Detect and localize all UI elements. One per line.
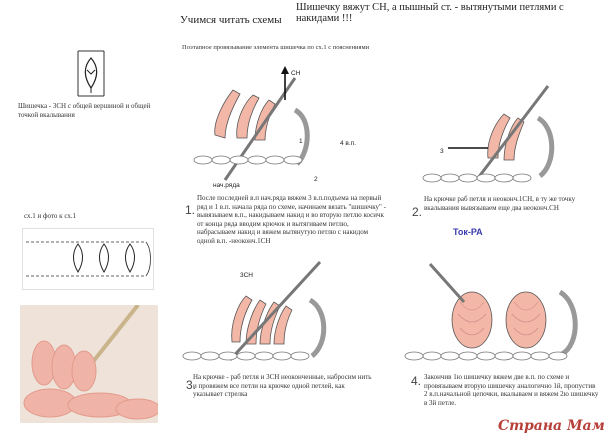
scheme-label: сх.1 и фото к сх.1: [24, 212, 77, 220]
label-n2: 2: [314, 176, 318, 183]
step1-number: 1.: [185, 203, 196, 217]
step2-illustration: [418, 78, 598, 190]
step4-number: 4.: [411, 374, 422, 388]
step2-number: 2.: [412, 205, 423, 219]
subtitle: Поэтапное провязывание элемента шишечка …: [182, 44, 370, 51]
watermark-logo: Страна Мам: [498, 418, 605, 434]
step1-text: После последней в.п нач.ряда вяжем 3 в.п…: [197, 194, 386, 245]
right-title: Шишечку вяжут СН, а пышный ст. - вытянут…: [296, 2, 564, 24]
label-4vp: 4 в.п.: [340, 140, 357, 147]
scheme-diagram: [22, 228, 154, 290]
legend-caption: Шишечка - 3СН с общей вершиной и общей т…: [18, 102, 151, 119]
shishechka-symbol: [70, 48, 112, 100]
step4-text: Закончив 1ю шишечку вяжем две в.п. по сх…: [424, 373, 599, 407]
label-n3: 3: [440, 148, 444, 155]
step2-text: На крючке раб петля и неоконч.1СН, в ту …: [424, 195, 576, 212]
step4-illustration: [400, 248, 605, 368]
step1-illustration: [185, 60, 360, 190]
author-label: Ток-РА: [453, 227, 483, 237]
step3-number: 3.: [186, 378, 197, 392]
page-title: Учимся читать схемы: [180, 14, 282, 26]
label-3ch: 3СН: [240, 272, 254, 279]
label-ch: СН: [291, 70, 301, 77]
label-n1: 1: [299, 138, 303, 145]
step3-text: На крючке - раб петля и 3СН неоконченные…: [193, 373, 372, 398]
step3-illustration: [180, 252, 365, 368]
label-nach-ryada: нач.ряда: [213, 182, 240, 189]
crochet-photo: [20, 305, 158, 423]
